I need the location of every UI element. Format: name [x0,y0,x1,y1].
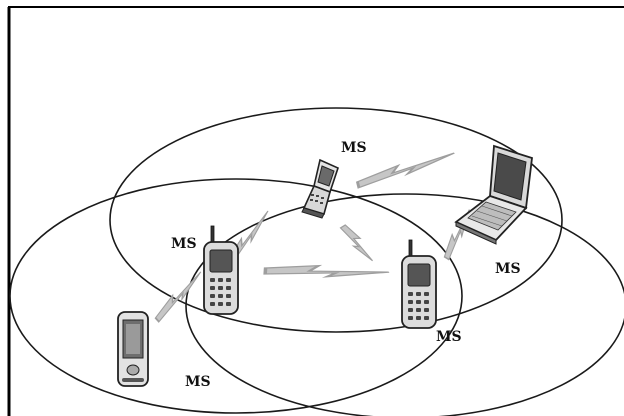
mobile-phone-icon [204,226,238,314]
pda-icon [118,312,148,386]
mobile-phone-icon [402,240,436,328]
wireless-link-bolt [265,262,389,283]
ms-label-center: MS [436,329,462,345]
wireless-link-bolt [356,152,457,188]
ms-label-bottom: MS [185,374,211,390]
ms-label-left: MS [171,236,197,252]
wireless-link-bolt [341,222,374,266]
flip-phone-icon [302,160,338,218]
laptop-icon [456,146,532,244]
wireless-link-bolt [152,271,207,322]
ms-label-right: MS [495,261,521,277]
ms-label-top: MS [341,140,367,156]
